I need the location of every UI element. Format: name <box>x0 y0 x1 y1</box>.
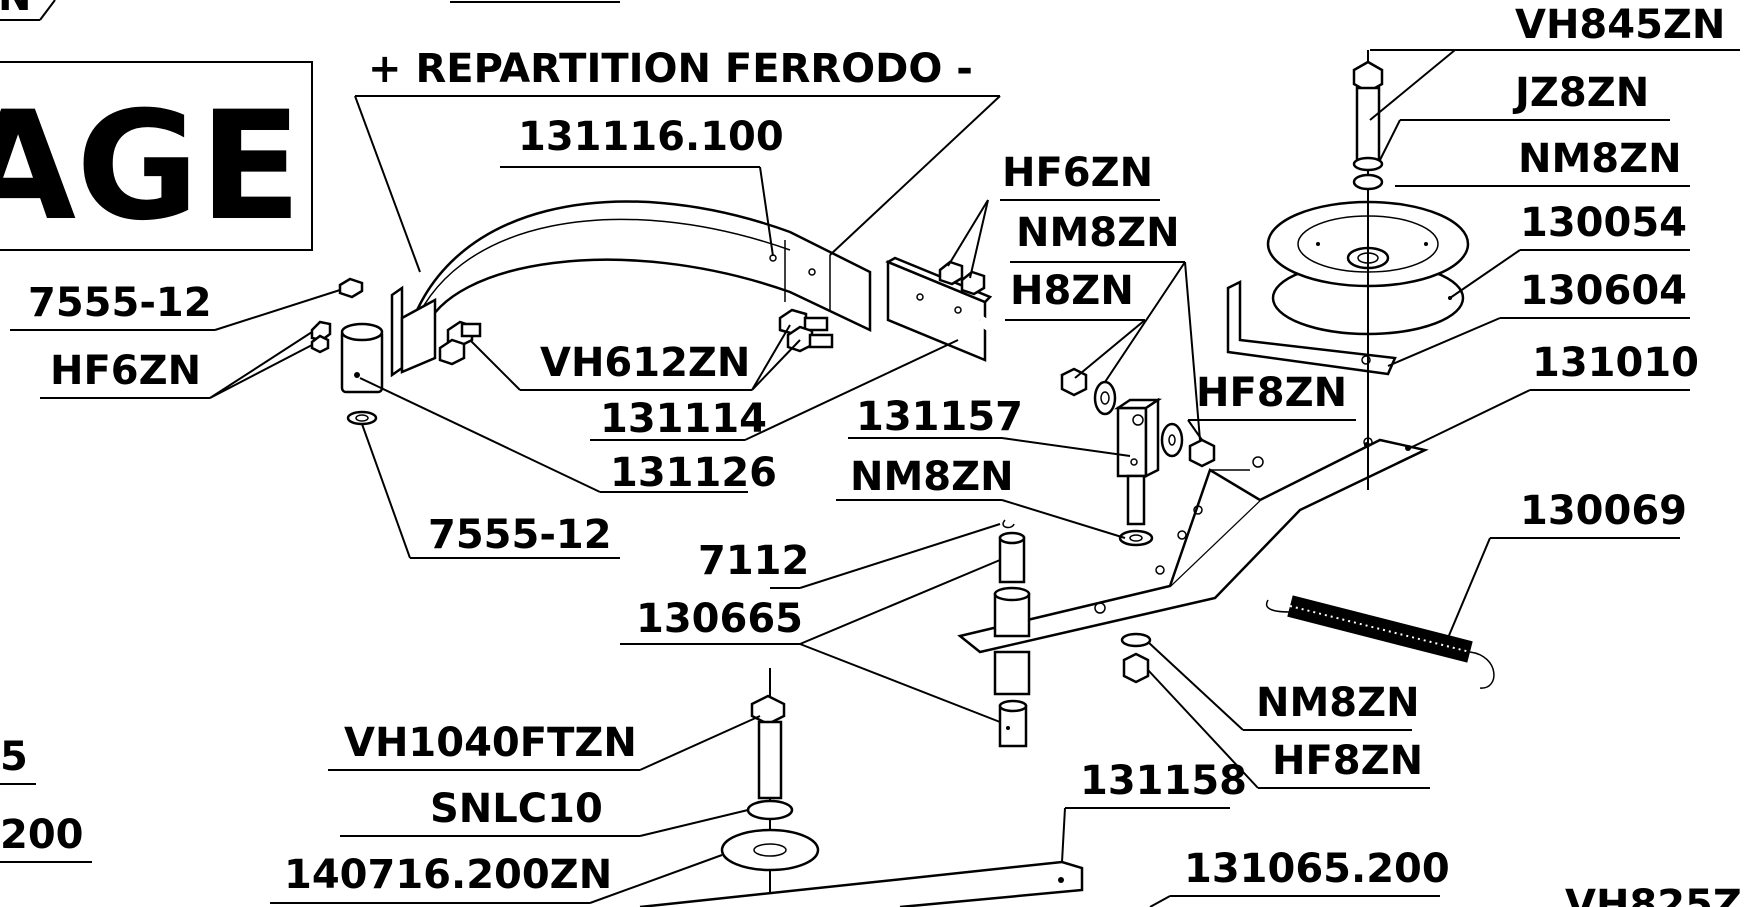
left-bracket <box>390 285 404 378</box>
top-left-leader-2 <box>39 0 56 21</box>
label-131158: 131158 <box>1080 758 1247 804</box>
label-131126: 131126 <box>610 450 777 496</box>
label-jz8zn: JZ8ZN <box>1512 70 1649 116</box>
spring-130069 <box>1265 595 1495 689</box>
title-box <box>0 61 313 251</box>
label-vh845zn: VH845ZN <box>1515 2 1725 48</box>
bush-low <box>998 704 1028 748</box>
leader-lines <box>0 49 1740 907</box>
label-hf8zn-mid: HF8ZN <box>1196 370 1347 416</box>
brake-band <box>402 200 872 349</box>
label-140716-200zn: 140716.200ZN <box>284 852 612 898</box>
label-hf8zn-bottom: HF8ZN <box>1272 738 1423 784</box>
label-130604: 130604 <box>1520 268 1687 314</box>
left-washer-top <box>338 277 364 299</box>
label-130665: 130665 <box>636 596 803 642</box>
bar-131158 <box>639 860 1084 907</box>
label-131010: 131010 <box>1532 340 1699 386</box>
label-7555-12-low: 7555-12 <box>428 512 612 558</box>
label-130054: 130054 <box>1520 200 1687 246</box>
label-vh612zn: VH612ZN <box>540 340 750 386</box>
label-nm8zn-bottom: NM8ZN <box>1256 680 1420 726</box>
label-nm8zn-mid: NM8ZN <box>1016 210 1180 256</box>
clevis-131157 <box>1116 406 1148 478</box>
label-7555-12-top: 7555-12 <box>28 280 212 326</box>
bush-upper <box>998 536 1026 584</box>
label-nm8zn-low: NM8ZN <box>850 454 1014 500</box>
bolt-vh1040ftzn <box>757 720 783 800</box>
header-text: + REPARTITION FERRODO - <box>368 46 973 92</box>
bracket-130604 <box>1226 279 1397 376</box>
label-131157: 131157 <box>856 394 1023 440</box>
label-left-fragment-5: 5 <box>0 734 28 780</box>
label-131065-200: 131065.200 <box>1184 846 1450 892</box>
title-fragment: AGE <box>0 80 302 254</box>
label-bottom-right-fragment: VH825Z <box>1565 882 1742 907</box>
label-nm8zn-top: NM8ZN <box>1518 136 1682 182</box>
label-left-fragment-200: 200 <box>0 812 84 858</box>
label-130069: 130069 <box>1520 488 1687 534</box>
top-left-fragment: N <box>0 0 31 20</box>
label-hf6zn-left: HF6ZN <box>50 348 201 394</box>
left-band-tab <box>400 297 437 374</box>
washer-140716 <box>720 828 820 872</box>
left-washer-low <box>346 410 378 426</box>
label-h8zn: H8ZN <box>1010 268 1134 314</box>
label-hf6zn-top: HF6ZN <box>1002 150 1153 196</box>
label-131114: 131114 <box>600 396 767 442</box>
label-7112: 7112 <box>698 538 809 584</box>
label-131116-100: 131116.100 <box>518 114 784 160</box>
label-snlc10: SNLC10 <box>430 786 603 832</box>
bolt-vh845zn <box>1355 86 1381 162</box>
label-vh1040ftzn: VH1040FTZN <box>344 720 637 766</box>
